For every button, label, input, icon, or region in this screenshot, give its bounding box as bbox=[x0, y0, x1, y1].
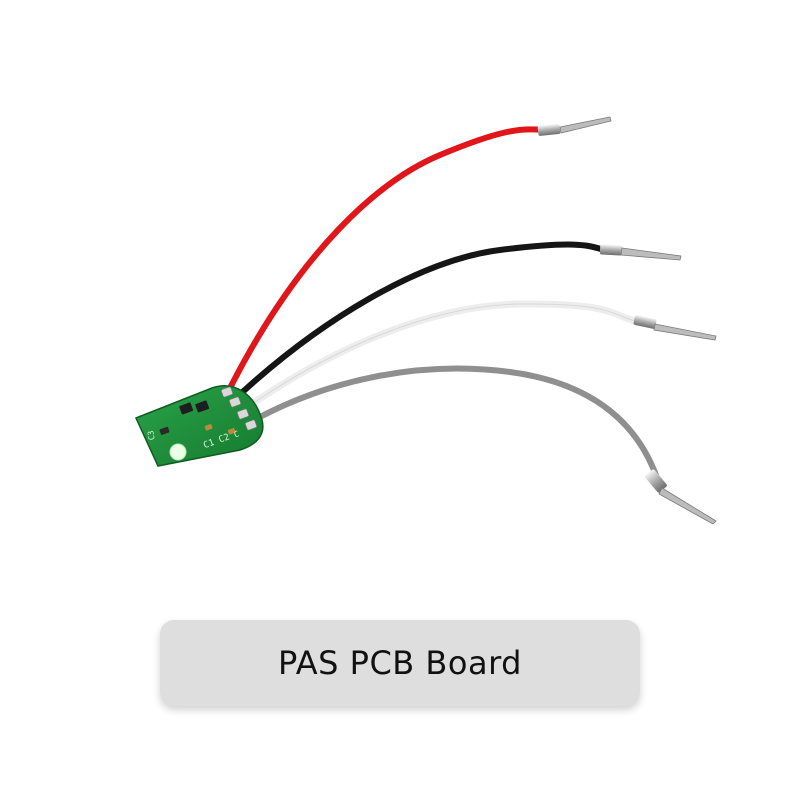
terminal-grey bbox=[645, 469, 717, 525]
mounting-pad bbox=[169, 443, 187, 461]
wire-group bbox=[226, 126, 660, 481]
pcb-board: C3 C1 C2 C bbox=[134, 385, 264, 467]
grey-wire bbox=[255, 365, 660, 481]
white-wire-edge bbox=[245, 303, 639, 409]
terminal-black bbox=[599, 244, 682, 261]
silkscreen-c3: C3 bbox=[146, 430, 157, 441]
terminal-red bbox=[537, 116, 612, 136]
caption-box: PAS PCB Board bbox=[160, 620, 640, 706]
black-wire bbox=[233, 241, 607, 401]
silkscreen-c: C bbox=[233, 429, 241, 439]
red-wire bbox=[226, 126, 546, 393]
caption-text: PAS PCB Board bbox=[278, 644, 522, 682]
chip bbox=[195, 400, 210, 413]
chip bbox=[179, 402, 194, 415]
terminal-white bbox=[633, 315, 717, 341]
